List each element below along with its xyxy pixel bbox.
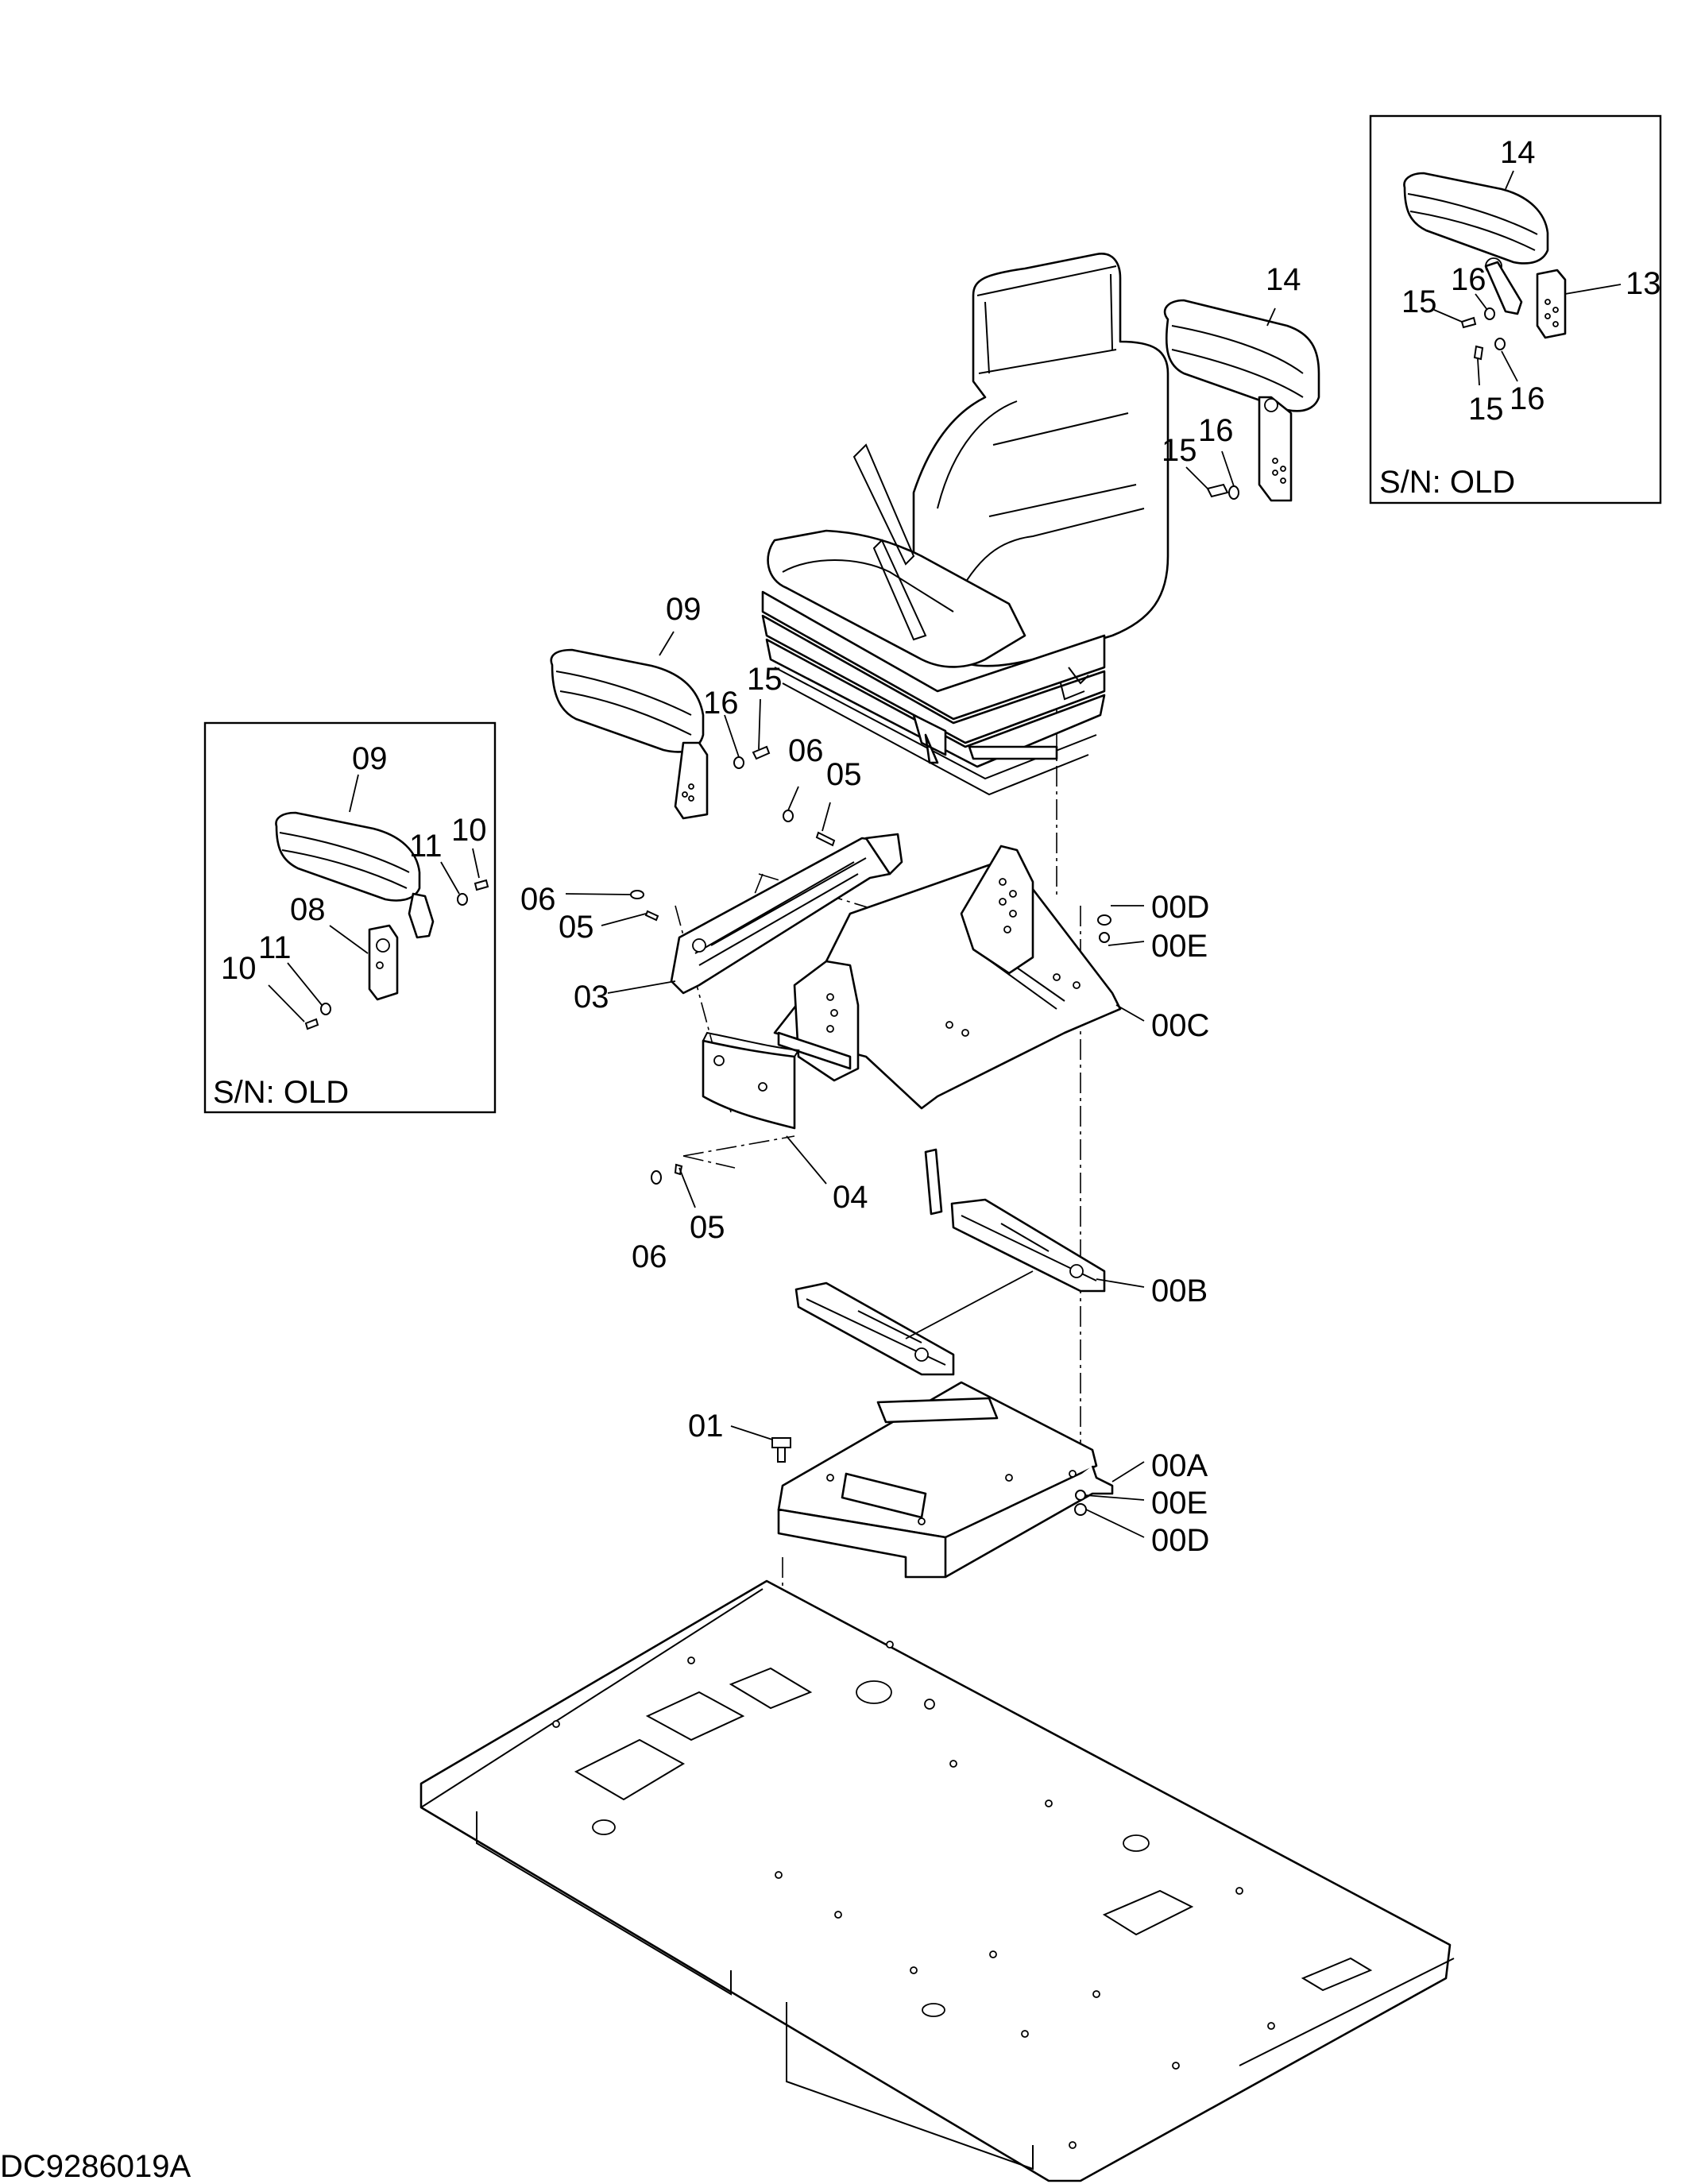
drawing-number: DC9286019A <box>0 2149 191 2184</box>
inset-right-callout-15-top: 15 <box>1401 284 1437 319</box>
seat-slide-rails-00B <box>794 1148 1106 1376</box>
hardware-15-16-left <box>733 745 771 769</box>
hardware-05-06 <box>630 810 1111 1185</box>
inset-left-callout-11-top: 11 <box>409 829 443 864</box>
inset-left-callout-09: 09 <box>352 741 388 776</box>
callout-03: 03 <box>574 980 609 1015</box>
inset-left-note: S/N: OLD <box>213 1075 349 1110</box>
callout-00A: 00A <box>1151 1448 1208 1483</box>
inset-right-callout-16-bot: 16 <box>1510 381 1545 416</box>
callout-leaders <box>565 307 1276 1538</box>
hardware-15-16-main <box>1206 483 1239 500</box>
callout-00E-bot: 00E <box>1151 1486 1208 1521</box>
armrest-left-main <box>550 648 709 820</box>
front-cover-plate-04 <box>702 1031 800 1130</box>
mounting-plate-00A <box>771 1381 1114 1579</box>
cab-floor-plate <box>419 1579 1455 2182</box>
callout-06-top: 06 <box>788 733 824 768</box>
callout-05-mid: 05 <box>559 910 594 945</box>
inset-right-callout-16-top: 16 <box>1451 262 1486 297</box>
callout-09-main: 09 <box>666 592 702 627</box>
callout-00D-bot: 00D <box>1151 1523 1209 1558</box>
armrest-right-main <box>1163 299 1320 502</box>
callout-00E-top: 00E <box>1151 929 1208 964</box>
inset-right-callout-13: 13 <box>1626 266 1661 301</box>
callout-14-main: 14 <box>1266 262 1301 297</box>
inset-right-callout-14: 14 <box>1500 135 1536 170</box>
callout-04: 04 <box>833 1180 868 1215</box>
callout-06-bot: 06 <box>632 1239 667 1274</box>
callout-06-mid: 06 <box>520 882 556 917</box>
callout-16-arm: 16 <box>703 686 739 721</box>
callout-00D-top: 00D <box>1151 890 1209 925</box>
callout-00C: 00C <box>1151 1008 1209 1043</box>
seat-base-frame-00C <box>773 845 1122 1110</box>
inset-left-callout-10-bot: 10 <box>221 951 257 986</box>
inset-left-callout-11-bot: 11 <box>258 930 292 965</box>
inset-right-old-armrest: 14 16 15 13 15 16 S/N: OLD <box>1369 114 1662 504</box>
seat-slide-rail-03 <box>670 833 903 995</box>
inset-left-old-armrest: 09 11 10 08 11 10 S/N: OLD <box>203 721 497 1114</box>
callout-labels: 14 15 16 09 16 15 06 05 06 05 03 00D 00E… <box>520 262 1301 1558</box>
operator-seat <box>761 253 1169 796</box>
callout-05-bot: 05 <box>690 1210 725 1245</box>
callout-05-top: 05 <box>826 757 862 792</box>
inset-right-note: S/N: OLD <box>1379 465 1515 500</box>
callout-15-main: 15 <box>1162 433 1197 468</box>
callout-00B: 00B <box>1151 1274 1208 1308</box>
inset-right-callout-15-bot: 15 <box>1468 392 1504 427</box>
inset-left-callout-08: 08 <box>290 892 326 927</box>
callout-16-main: 16 <box>1198 413 1234 448</box>
callout-15-arm: 15 <box>747 662 783 697</box>
inset-left-callout-10-top: 10 <box>451 813 487 848</box>
callout-01: 01 <box>688 1409 724 1444</box>
